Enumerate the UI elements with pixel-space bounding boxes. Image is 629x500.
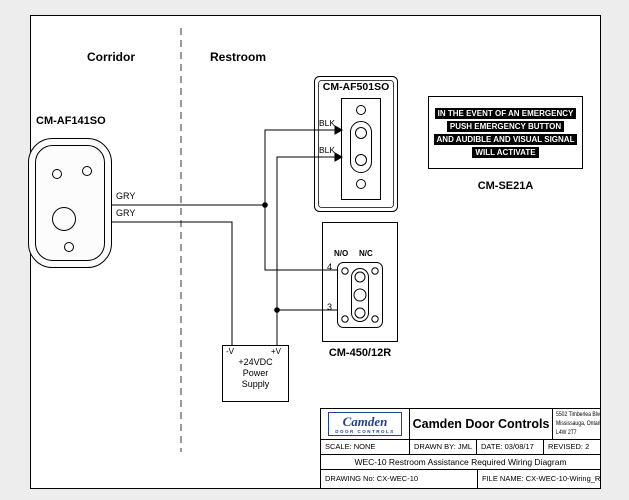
sign-line: PUSH EMERGENCY BUTTON — [446, 120, 565, 132]
title-block-header-row: Camden DOOR CONTROLS Camden Door Control… — [321, 409, 600, 440]
file-name-field: FILE NAME: CX-WEC-10-Wiring_R2.ai — [482, 474, 600, 483]
camden-logo-name: Camden — [342, 414, 388, 429]
address-line: L4W 2T7 — [556, 428, 577, 436]
sign-line: WILL ACTIVATE — [472, 146, 539, 158]
scale-field: SCALE: NONE — [321, 440, 410, 454]
wire-label-blk-top: BLK — [319, 118, 336, 128]
power-supply-line: Power — [242, 368, 269, 378]
push-plate-model-label: CM-AF141SO — [36, 115, 106, 127]
emergency-button-graphic — [314, 76, 398, 212]
company-name: Camden Door Controls — [410, 409, 553, 439]
relay-terminal-3-label: 3 — [327, 302, 333, 312]
camden-logo: Camden DOOR CONTROLS — [328, 412, 402, 436]
revised-field: REVISED: 2 — [548, 442, 590, 451]
wire-junction-dot — [262, 202, 268, 208]
wire-arrow-top — [334, 125, 344, 135]
power-supply-text: +24VDC Power Supply — [222, 357, 289, 390]
wire-junction-dot — [274, 307, 280, 313]
relay-graphic — [322, 222, 398, 342]
sign-line: IN THE EVENT OF AN EMERGENCY — [434, 107, 577, 119]
drawing-title: WEC-10 Restroom Assistance Required Wiri… — [321, 455, 600, 470]
corridor-label: Corridor — [87, 50, 135, 64]
date-field: DATE: 03/08/17 — [477, 440, 544, 454]
title-block-meta-row: SCALE: NONE DRAWN BY: JML DATE: 03/08/17… — [321, 440, 600, 455]
title-block-footer-row: DRAWING No: CX-WEC-10 FILE NAME: CX-WEC-… — [321, 470, 600, 488]
wire-label-gry-top: GRY — [116, 191, 136, 201]
power-supply-line: Supply — [241, 379, 270, 389]
power-negative-terminal-label: -V — [226, 347, 234, 356]
emergency-button-model-label: CM-AF501SO — [322, 81, 390, 93]
company-address: 5502 Timberlea Blvd. Mississauga, Ontari… — [553, 409, 600, 439]
push-plate-graphic — [28, 138, 112, 268]
relay-no-label: N/O — [334, 249, 349, 258]
restroom-label: Restroom — [210, 50, 267, 64]
wire-arrow-bottom — [334, 152, 344, 162]
drawn-by-field: DRAWN BY: JML — [410, 440, 477, 454]
power-supply-line: +24VDC — [238, 357, 273, 367]
power-supply-graphic — [222, 345, 289, 402]
address-line: Mississauga, Ontario — [556, 419, 600, 427]
address-line: 5502 Timberlea Blvd. — [556, 411, 600, 418]
wires — [112, 125, 344, 345]
sign-model-label: CM-SE21A — [477, 180, 534, 192]
relay-model-label: CM-450/12R — [328, 347, 392, 359]
camden-logo-tagline: DOOR CONTROLS — [335, 429, 395, 434]
drawing-number-field: DRAWING No: CX-WEC-10 — [321, 470, 478, 488]
relay-nc-label: N/C — [359, 249, 373, 258]
logo-cell: Camden DOOR CONTROLS — [321, 409, 410, 439]
power-positive-terminal-label: +V — [271, 347, 282, 356]
wire-label-blk-bottom: BLK — [319, 145, 336, 155]
title-block: Camden DOOR CONTROLS Camden Door Control… — [320, 408, 601, 489]
emergency-sign: IN THE EVENT OF AN EMERGENCY PUSH EMERGE… — [428, 96, 583, 169]
wire-label-gry-bottom: GRY — [116, 208, 136, 218]
relay-terminal-4-label: 4 — [327, 262, 333, 272]
sign-line: AND AUDIBLE AND VISUAL SIGNAL — [433, 133, 578, 145]
